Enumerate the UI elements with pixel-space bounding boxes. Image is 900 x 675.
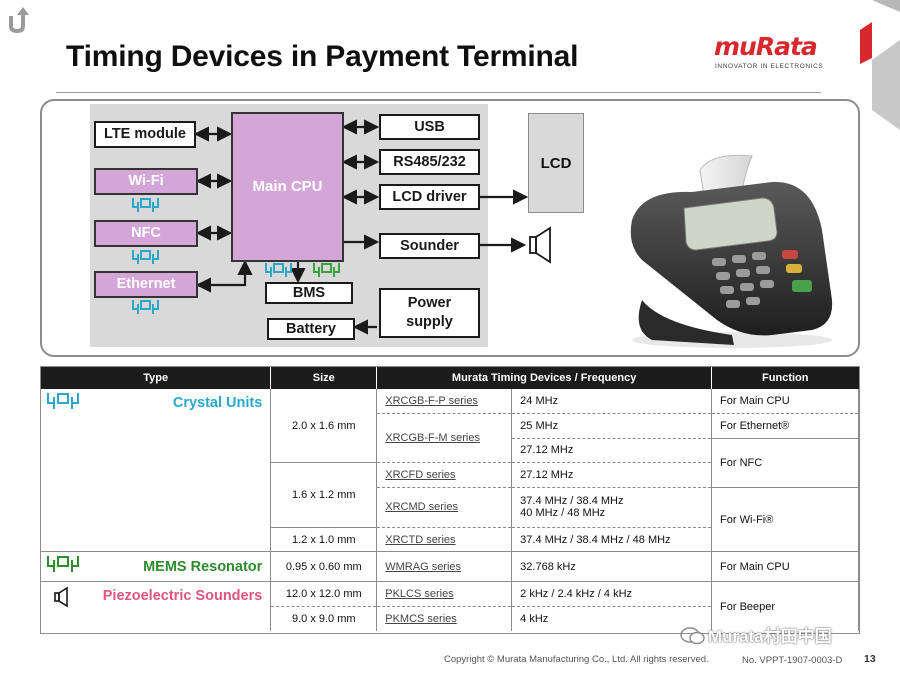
frequency-line-2: 40 MHz / 48 MHz: [520, 507, 606, 520]
frequency-cell: 4 kHz: [511, 606, 713, 632]
wechat-icon: [680, 627, 705, 645]
header-function: Function: [711, 366, 859, 389]
header-devices-frequency: Murata Timing Devices / Frequency: [376, 366, 713, 389]
logo-tagline: INNOVATOR IN ELECTRONICS: [715, 63, 824, 70]
header-size: Size: [270, 366, 378, 389]
frequency-cell: 27.12 MHz: [511, 438, 713, 464]
mems-resonator-icon: [47, 556, 79, 573]
header-type: Type: [41, 366, 272, 389]
table-row: 9.0 x 9.0 mm PKMCS series 4 kHz: [41, 606, 859, 632]
table-row: Piezoelectric Sounders 12.0 x 12.0 mm PK…: [41, 581, 859, 632]
page-number: 13: [864, 653, 876, 665]
sounder-block: Sounder: [379, 233, 480, 259]
series-link-xrcmd[interactable]: XRCMD series: [376, 487, 513, 528]
frequency-cell: 2 kHz / 2.4 kHz / 4 kHz: [511, 581, 713, 608]
battery-block: Battery: [267, 318, 355, 340]
size-cell: 1.2 x 1.0 mm: [270, 527, 378, 553]
size-cell: 1.6 x 1.2 mm: [270, 462, 378, 528]
table-row: 27.12 MHz For NFC: [41, 438, 859, 488]
function-cell: For Ethernet®: [711, 413, 859, 439]
table-row: XRCGB-F-M series 25 MHz For Ethernet®: [41, 413, 859, 464]
frequency-cell: 37.4 MHz / 38.4 MHz / 48 MHz: [511, 527, 713, 553]
bms-block: BMS: [265, 282, 353, 304]
timing-devices-table: Type Size Murata Timing Devices / Freque…: [41, 366, 859, 632]
series-link-xrcfd[interactable]: XRCFD series: [376, 462, 513, 488]
table-header-row: Type Size Murata Timing Devices / Freque…: [41, 366, 859, 389]
piezo-sounders-label: Piezoelectric Sounders: [102, 588, 263, 605]
size-cell: 9.0 x 9.0 mm: [270, 606, 378, 632]
main-cpu-block: Main CPU: [231, 112, 344, 262]
frequency-cell: 32.768 kHz: [511, 551, 713, 583]
nfc-block: NFC: [94, 220, 198, 247]
function-cell: For Main CPU: [711, 389, 859, 415]
table-row: Crystal Units 2.0 x 1.6 mm XRCGB-F-P ser…: [41, 389, 859, 553]
size-cell: 0.95 x 0.60 mm: [270, 551, 378, 583]
frequency-line-1: 37.4 MHz / 38.4 MHz: [520, 495, 624, 508]
speaker-icon: [529, 226, 551, 264]
diagram-connectors: [132, 119, 551, 335]
page-title: Timing Devices in Payment Terminal: [66, 40, 579, 73]
ethernet-block: Ethernet: [94, 271, 198, 298]
table-row: MEMS Resonator 0.95 x 0.60 mm WMRAG seri…: [41, 551, 859, 583]
series-link-xrctd[interactable]: XRCTD series: [376, 527, 513, 553]
payment-terminal-image: [630, 154, 833, 348]
size-cell: 12.0 x 12.0 mm: [270, 581, 378, 608]
power-supply-label-2: supply: [406, 314, 453, 330]
lcd-block: LCD: [528, 113, 584, 213]
lte-module-block: LTE module: [94, 121, 196, 148]
series-link-pklcs[interactable]: PKLCS series: [376, 581, 513, 608]
function-cell: For NFC: [711, 438, 859, 488]
copyright-text: Copyright © Murata Manufacturing Co., Lt…: [444, 654, 709, 665]
mems-resonator-label: MEMS Resonator: [143, 559, 263, 576]
series-link-wmrag[interactable]: WMRAG series: [376, 551, 513, 583]
table-row: 1.2 x 1.0 mm XRCTD series 37.4 MHz / 38.…: [41, 527, 859, 553]
crystal-unit-icon: [47, 393, 79, 409]
frequency-cell: 24 MHz: [511, 389, 713, 415]
watermark-text: Murata村田中国: [708, 627, 832, 646]
mems-resonator-cell: MEMS Resonator: [41, 551, 272, 583]
rs485-block: RS485/232: [379, 149, 480, 175]
series-link-xrcgb-f-m[interactable]: XRCGB-F-M series: [376, 413, 513, 464]
size-cell: 2.0 x 1.6 mm: [270, 389, 378, 464]
frequency-cell: 27.12 MHz: [511, 462, 713, 488]
murata-logo: muRata: [714, 32, 818, 61]
frequency-cell: 37.4 MHz / 38.4 MHz 40 MHz / 48 MHz: [511, 487, 713, 528]
series-link-pkmcs[interactable]: PKMCS series: [376, 606, 513, 632]
corner-decoration-icon: [860, 0, 900, 130]
function-cell: For Wi-Fi®: [711, 487, 859, 553]
piezo-sounders-cell: Piezoelectric Sounders: [41, 581, 272, 632]
back-arrow-icon[interactable]: [8, 6, 30, 34]
wifi-block: Wi-Fi: [94, 168, 198, 195]
title-divider: [56, 92, 821, 93]
power-supply-label-1: Power: [407, 295, 452, 312]
crystal-units-label: Crystal Units: [172, 395, 263, 411]
power-supply-block: Power supply: [379, 288, 480, 338]
function-cell: For Beeper: [711, 581, 859, 632]
table-row: XRCMD series 37.4 MHz / 38.4 MHz 40 MHz …: [41, 487, 859, 553]
usb-block: USB: [379, 114, 480, 140]
series-link-xrcgb-f-p[interactable]: XRCGB-F-P series: [376, 389, 513, 415]
table-row: 1.6 x 1.2 mm XRCFD series 27.12 MHz: [41, 462, 859, 528]
function-cell: For Main CPU: [711, 551, 859, 583]
document-number: No. VPPT-1907-0003-D: [742, 655, 843, 666]
frequency-cell: 25 MHz: [511, 413, 713, 439]
sounder-icon: [54, 587, 68, 608]
lcd-driver-block: LCD driver: [379, 184, 480, 210]
crystal-units-cell: Crystal Units: [41, 389, 272, 553]
